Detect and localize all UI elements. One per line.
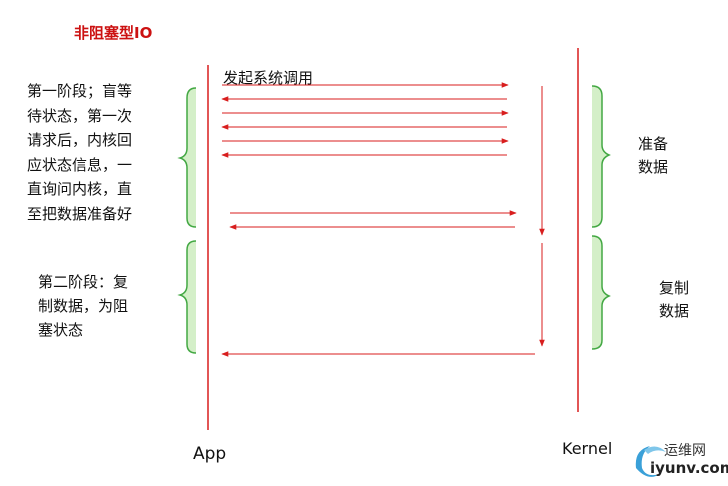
stage1-description: 第一阶段；盲等 待状态，第一次 请求后，内核回 应状态信息，一 直询问内核，直 … bbox=[27, 79, 167, 226]
copy-brace-outline bbox=[591, 235, 611, 350]
copy-line: 数据 bbox=[659, 302, 690, 320]
copy-brace bbox=[592, 236, 609, 349]
prepare-brace-outline bbox=[591, 85, 611, 228]
copy-data-label: 复制 数据 bbox=[659, 277, 709, 323]
app-label: App bbox=[193, 444, 227, 464]
prepare-line: 准备 bbox=[638, 135, 669, 153]
copy-line: 复制 bbox=[659, 279, 690, 297]
prepare-brace bbox=[592, 86, 609, 227]
stage1-line: 应状态信息，一 bbox=[27, 155, 133, 174]
diagram-title: 非阻塞型IO bbox=[74, 24, 153, 42]
syscall-label: 发起系统调用 bbox=[223, 69, 314, 87]
stage2-brace-outline bbox=[177, 240, 197, 354]
stage1-line: 至把数据准备好 bbox=[27, 204, 133, 223]
kernel-label: Kernel bbox=[562, 439, 613, 458]
watermark-en: iyunv.com bbox=[650, 459, 728, 477]
swoosh-logo-icon bbox=[635, 446, 666, 477]
stage1-line: 请求后，内核回 bbox=[27, 131, 133, 149]
stage2-line: 塞状态 bbox=[38, 321, 84, 339]
stage2-description: 第二阶段：复 制数据，为阻 塞状态 bbox=[38, 270, 168, 342]
watermark-cn: 运维网 bbox=[664, 443, 706, 459]
stage1-line: 第一阶段；盲等 bbox=[27, 82, 133, 100]
prepare-line: 数据 bbox=[638, 158, 669, 176]
stage1-brace-outline bbox=[177, 87, 197, 228]
stage2-brace bbox=[180, 241, 196, 353]
stage2-line: 第二阶段：复 bbox=[38, 273, 129, 291]
stage2-line: 制数据，为阻 bbox=[38, 297, 129, 315]
watermark: 运维网 iyunv.com bbox=[630, 438, 728, 482]
stage1-brace bbox=[180, 88, 196, 227]
stage1-line: 待状态，第一次 bbox=[27, 106, 133, 125]
stage1-line: 直询问内核，直 bbox=[27, 180, 133, 198]
prepare-data-label: 准备 数据 bbox=[638, 133, 688, 179]
